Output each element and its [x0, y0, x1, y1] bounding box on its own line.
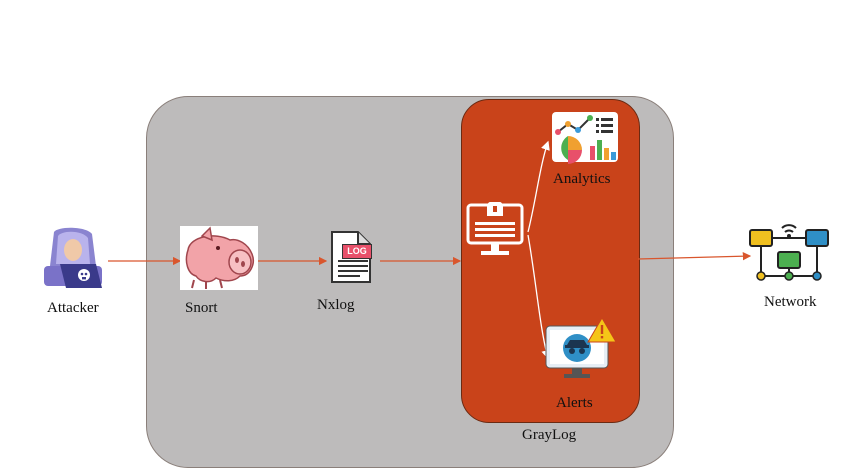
flow-arrows — [108, 140, 752, 360]
attacker-label: Attacker — [47, 300, 99, 316]
arrow-graylog-network — [637, 251, 752, 261]
log-file-icon: LOG — [330, 230, 372, 284]
network-label: Network — [764, 294, 817, 310]
network-icon — [749, 224, 829, 281]
hacker-icon — [44, 227, 102, 288]
log-badge: LOG — [342, 244, 372, 259]
snort-logo — [180, 226, 258, 290]
nxlog-label: Nxlog — [317, 297, 355, 313]
snort-label: Snort — [185, 300, 218, 316]
alert-monitor-icon — [545, 318, 617, 378]
pig-icon — [185, 226, 254, 289]
alerts-label: Alerts — [556, 395, 593, 411]
analytics-chart-icon — [552, 112, 618, 164]
arrow-graylog-analytics — [527, 140, 550, 233]
arrow-graylog-alerts — [527, 234, 551, 360]
graylog-label: GrayLog — [522, 427, 577, 443]
analytics-label: Analytics — [553, 171, 611, 187]
graylog-monitor-icon — [466, 202, 524, 255]
